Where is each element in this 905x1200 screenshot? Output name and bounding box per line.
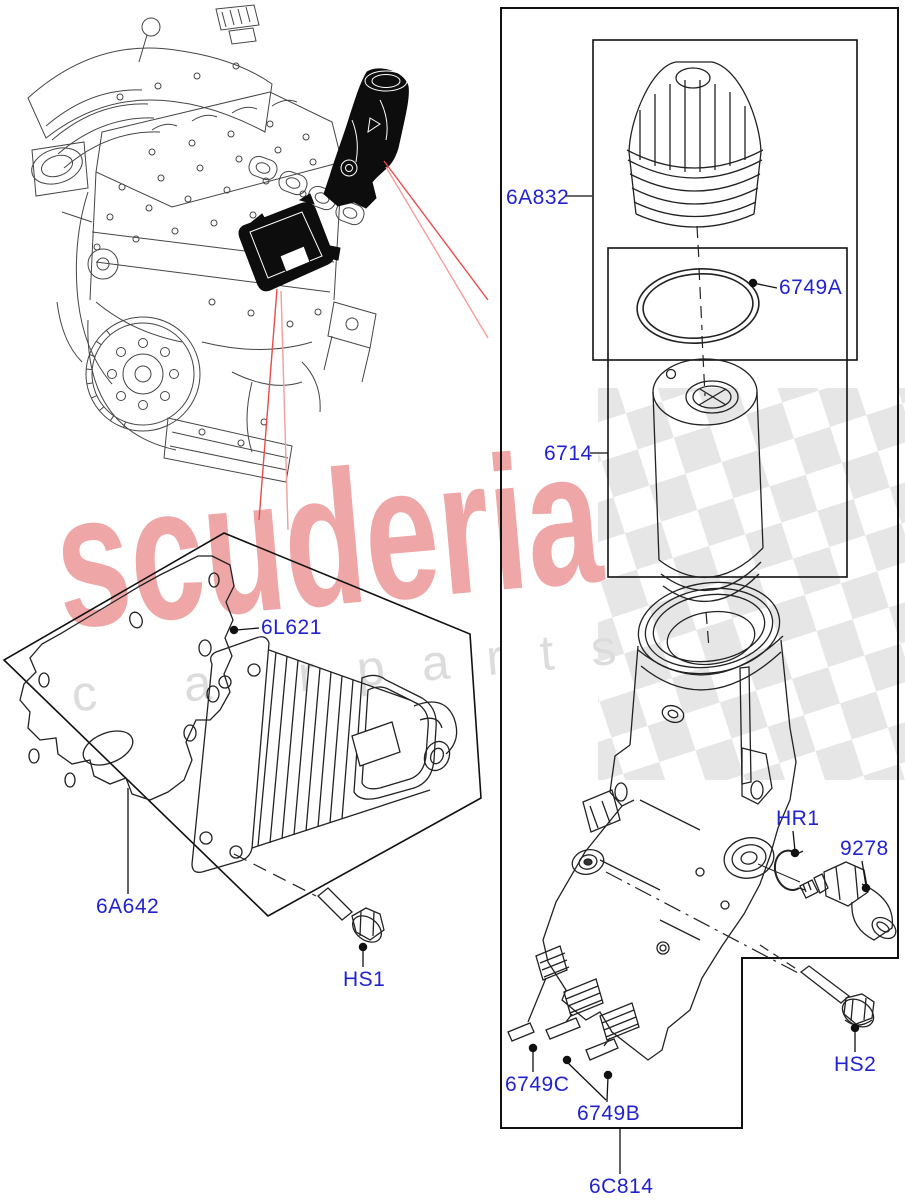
watermark: scuderia c a r p a r t s [47,388,905,780]
hs2-bolt-drawing [799,965,875,1028]
red-locator-lines [258,160,489,531]
red-line-housing-1 [383,160,489,301]
seal-6749C [507,1022,535,1042]
part-label-6714[interactable]: 6714 [544,442,593,465]
checkered-flag-watermark [598,388,905,780]
box-6714 [607,247,848,578]
housing-axis-dashed-line [605,871,801,975]
part-label-9278[interactable]: 9278 [840,837,889,860]
part-label-6C814[interactable]: 6C814 [589,1175,654,1198]
cooler-axis-dashed-line [233,853,317,897]
red-line-cooler-1 [258,288,278,521]
seal-6749B-2 [585,1038,619,1061]
box-6C814 [500,7,899,1129]
seal-drawings [507,1017,619,1061]
box-6A642 [2,532,482,917]
group-boxes [2,7,899,1129]
cap-axis-dashed-line [696,225,706,397]
part-label-6749B[interactable]: 6749B [577,1102,641,1125]
sensor-axis-line [757,863,801,883]
engine-highlighted-oil-cooler [238,193,341,292]
filter-housing-drawing [527,581,797,1061]
oring-drawing [636,268,760,344]
filter-axis-dashed-line [705,611,710,649]
oil-cooler-drawing [191,636,458,873]
red-line-housing-2 [385,166,489,339]
engine-bolt-heads [93,62,322,447]
engine-illustration [27,4,377,483]
part-label-6L621[interactable]: 6L621 [261,616,322,639]
snap-ring-drawing [773,849,806,891]
seal-6749B-1 [545,1017,581,1040]
filter-cap-drawing [626,61,764,228]
hs2-axis-dashed-line [759,944,799,971]
gasket-drawing [19,555,235,801]
pressure-sensor-drawing [799,861,897,941]
part-label-HS2[interactable]: HS2 [834,1053,877,1076]
box-6A832 [592,39,858,361]
filter-element-drawing [652,358,764,603]
part-label-HS1[interactable]: HS1 [343,968,386,991]
engine-highlighted-filter-housing [323,68,409,209]
part-label-HR1[interactable]: HR1 [776,807,820,830]
part-label-6749C[interactable]: 6749C [505,1073,570,1096]
part-label-6A642[interactable]: 6A642 [96,895,160,918]
part-label-6A832[interactable]: 6A832 [506,186,570,209]
part-label-6749A[interactable]: 6749A [779,276,843,299]
leader-lines [127,195,871,1174]
hs1-bolt-drawing [317,887,385,943]
red-line-cooler-2 [280,290,289,531]
